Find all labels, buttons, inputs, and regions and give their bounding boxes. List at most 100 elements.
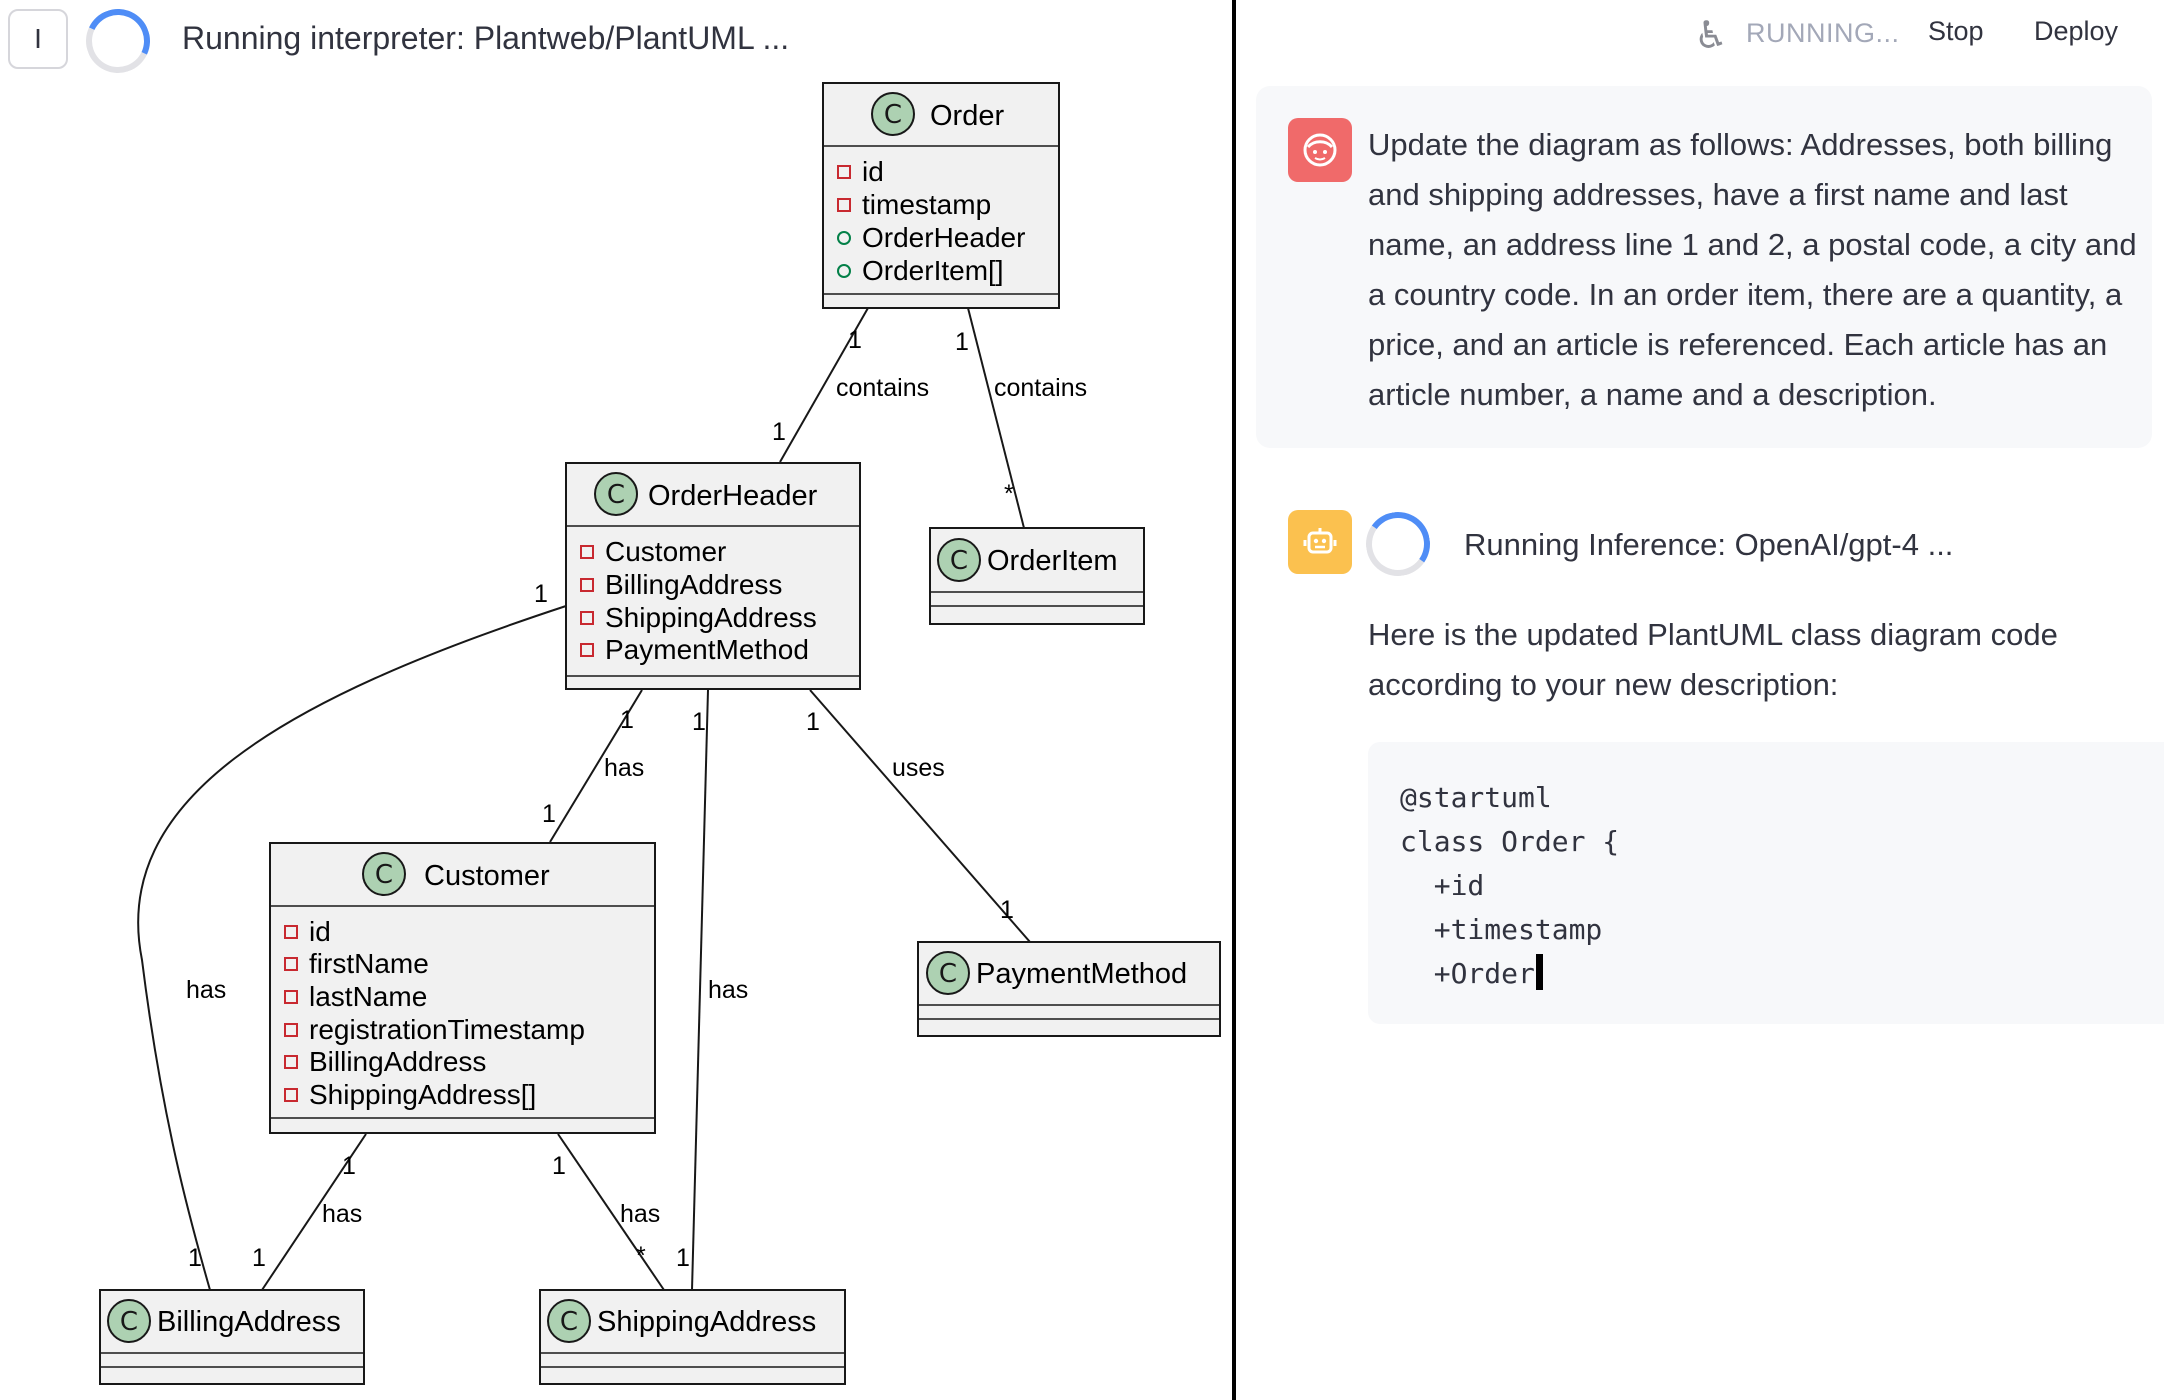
relation-orderheader-shippingaddress: has 1 1 — [676, 689, 748, 1291]
svg-text:C: C — [939, 959, 957, 989]
class-field: timestamp — [862, 189, 991, 220]
class-orderheader: C OrderHeader Customer BillingAddress Sh… — [565, 462, 861, 690]
class-stereotype-icon — [594, 472, 638, 516]
multiplicity: * — [1004, 480, 1014, 508]
class-stereotype-icon — [871, 92, 915, 136]
class-field: OrderItem[] — [862, 255, 1004, 286]
class-order: C Order id timestamp OrderHeader OrderIt… — [822, 82, 1060, 309]
relation-customer-shippingaddress: has 1 * — [552, 1133, 665, 1291]
relation-label: has — [322, 1200, 362, 1228]
multiplicity: 1 — [772, 418, 786, 446]
user-face-icon — [1288, 118, 1352, 182]
user-message-text: Update the diagram as follows: Addresses… — [1368, 127, 2137, 412]
class-name: ShippingAddress — [597, 1306, 816, 1338]
relation-customer-billingaddress: has 1 1 — [252, 1133, 367, 1291]
class-field: Customer — [605, 536, 726, 567]
relation-orderheader-billingaddress: has 1 1 — [137, 580, 567, 1291]
private-field-icon — [284, 957, 298, 971]
class-billingaddress: C BillingAddress — [99, 1289, 365, 1385]
relation-order-orderitem: contains 1 * — [955, 307, 1087, 529]
relation-label: has — [604, 754, 644, 782]
class-field: BillingAddress — [309, 1046, 486, 1077]
text-cursor — [1535, 954, 1543, 990]
robot-icon — [1288, 510, 1352, 574]
class-stereotype-icon — [547, 1299, 591, 1343]
inference-spinner-icon — [1360, 506, 1436, 582]
class-field: ShippingAddress[] — [309, 1079, 536, 1110]
multiplicity: 1 — [534, 580, 548, 608]
class-orderitem: C OrderItem — [929, 527, 1145, 625]
class-field: ShippingAddress — [605, 602, 817, 633]
assistant-message-text: Here is the updated PlantUML class diagr… — [1368, 617, 2058, 702]
relation-label: has — [620, 1200, 660, 1228]
multiplicity: 1 — [620, 706, 634, 734]
chat-pane: ♿ RUNNING... Stop Deploy Update the diag… — [1236, 0, 2164, 1400]
private-field-icon — [580, 545, 594, 559]
multiplicity: 1 — [676, 1244, 690, 1272]
code-block: @startuml class Order { +id +timestamp +… — [1368, 742, 2164, 1024]
class-name: OrderHeader — [648, 480, 818, 512]
relation-orderheader-customer: has 1 1 — [542, 689, 644, 843]
class-stereotype-icon — [926, 951, 970, 995]
private-field-icon — [580, 643, 594, 657]
public-field-icon — [837, 264, 851, 278]
class-name: PaymentMethod — [976, 958, 1187, 990]
private-field-icon — [580, 611, 594, 625]
deploy-button[interactable]: Deploy — [2034, 16, 2119, 46]
multiplicity: 1 — [848, 326, 862, 354]
class-field: OrderHeader — [862, 222, 1025, 253]
relation-label: uses — [892, 754, 945, 782]
relation-orderheader-paymentmethod: uses 1 1 — [806, 689, 1031, 943]
class-stereotype-icon — [107, 1299, 151, 1343]
class-field: BillingAddress — [605, 569, 782, 600]
svg-text:C: C — [950, 546, 968, 576]
private-field-icon — [580, 578, 594, 592]
relation-label: has — [708, 976, 748, 1004]
code-text: @startuml class Order { +id +timestamp +… — [1400, 781, 1620, 990]
class-field: registrationTimestamp — [309, 1014, 585, 1045]
class-shippingaddress: C ShippingAddress — [539, 1289, 846, 1385]
class-customer: C Customer id firstName lastName registr… — [269, 842, 656, 1134]
multiplicity: 1 — [1000, 896, 1014, 924]
svg-text:C: C — [884, 100, 902, 130]
svg-text:C: C — [607, 480, 625, 510]
class-field: lastName — [309, 981, 427, 1012]
multiplicity: 1 — [542, 800, 556, 828]
class-name: BillingAddress — [157, 1306, 341, 1338]
private-field-icon — [284, 990, 298, 1004]
stop-button[interactable]: Stop — [1928, 16, 1984, 46]
class-paymentmethod: C PaymentMethod — [917, 941, 1221, 1037]
relation-label: contains — [836, 374, 929, 402]
relation-label: contains — [994, 374, 1087, 402]
private-field-icon — [284, 925, 298, 939]
class-name: OrderItem — [987, 545, 1118, 577]
class-stereotype-icon — [937, 538, 981, 582]
multiplicity: 1 — [188, 1244, 202, 1272]
public-field-icon — [837, 231, 851, 245]
multiplicity: 1 — [252, 1244, 266, 1272]
sidebar-toggle-button[interactable]: I — [8, 9, 68, 69]
multiplicity: 1 — [955, 328, 969, 356]
multiplicity: * — [636, 1242, 646, 1270]
plantuml-output-pane: I Running interpreter: Plantweb/PlantUML… — [8, 0, 1221, 1385]
class-field: firstName — [309, 948, 429, 979]
uml-class-diagram: contains 1 1 contains 1 * has 1 1 has 1 … — [99, 82, 1221, 1385]
class-name: Order — [930, 100, 1004, 132]
private-field-icon — [837, 165, 851, 179]
private-field-icon — [837, 198, 851, 212]
interpreter-status: Running interpreter: Plantweb/PlantUML .… — [182, 20, 790, 56]
svg-text:C: C — [120, 1307, 138, 1337]
multiplicity: 1 — [692, 708, 706, 736]
inference-status: Running Inference: OpenAI/gpt-4 ... — [1464, 527, 1954, 562]
running-indicator: ♿ RUNNING... — [1694, 14, 1899, 57]
accessibility-running-icon: ♿ — [1694, 15, 1729, 57]
class-field: id — [862, 156, 884, 187]
svg-text:C: C — [560, 1307, 578, 1337]
svg-text:C: C — [375, 860, 393, 890]
multiplicity: 1 — [342, 1152, 356, 1180]
private-field-icon — [284, 1023, 298, 1037]
pane-divider[interactable] — [1232, 0, 1236, 1400]
relation-order-orderheader: contains 1 1 — [772, 307, 929, 463]
relation-label: has — [186, 976, 226, 1004]
class-field: PaymentMethod — [605, 634, 809, 665]
